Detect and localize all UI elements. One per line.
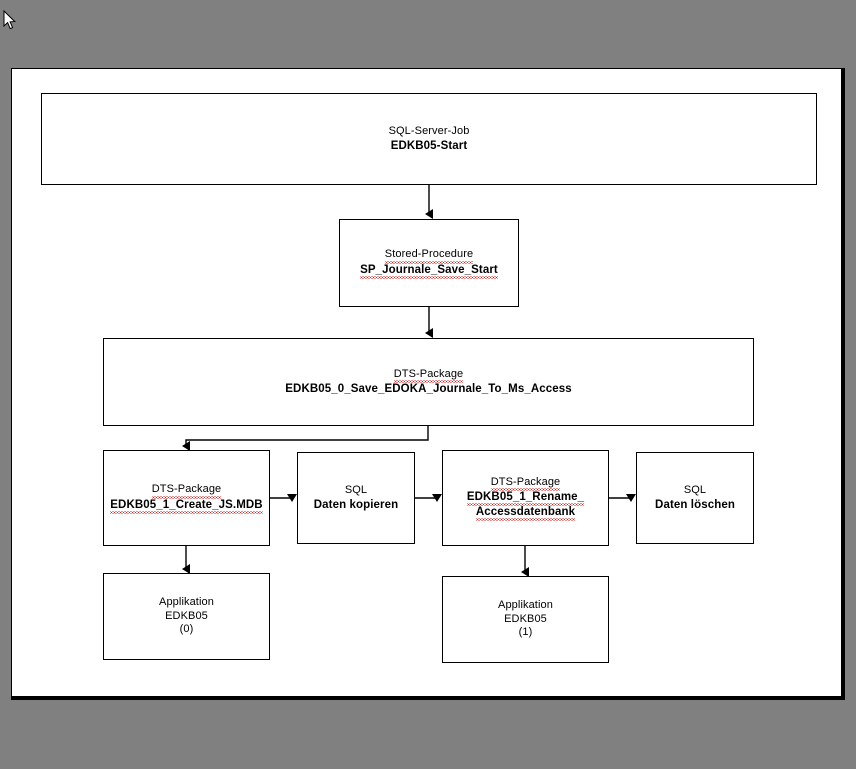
node-kind-label: DTS-Package: [490, 476, 561, 492]
node-line-3: (0): [179, 623, 194, 636]
node-name-label: EDKB05_1_Create_JS.MDB: [110, 498, 264, 514]
node-line-2: EDKB05: [504, 612, 547, 625]
node-kind-label: DTS-Package: [151, 483, 222, 500]
node-line-3: (1): [518, 626, 533, 639]
node-kind-label: Stored-Procedure: [384, 248, 474, 265]
node-name-label: EDKB05-Start: [390, 139, 468, 152]
node-line-2: EDKB05: [165, 609, 208, 622]
arrow-pointer-icon: [3, 10, 16, 30]
node-sql-daten-loeschen[interactable]: SQL Daten löschen: [636, 452, 754, 544]
node-name-label: EDKB05_0_Save_EDOKA_Journale_To_Ms_Acces…: [285, 383, 572, 396]
node-kind-label: SQL: [344, 484, 368, 497]
node-kind-label: SQL: [683, 484, 707, 497]
node-line-1: Applikation: [498, 599, 553, 612]
node-applikation-0[interactable]: Applikation EDKB05 (0): [103, 573, 270, 660]
node-applikation-1[interactable]: Applikation EDKB05 (1): [442, 576, 609, 663]
node-dts-package-create[interactable]: DTS-Package EDKB05_1_Create_JS.MDB: [103, 450, 270, 546]
node-kind-label: SQL-Server-Job: [388, 125, 470, 138]
node-name-label: Daten kopieren: [313, 498, 399, 511]
node-sql-server-job[interactable]: SQL-Server-Job EDKB05-Start: [41, 93, 817, 185]
node-name-label-line1: EDKB05_1_Rename_: [466, 490, 585, 507]
node-dts-package-save[interactable]: DTS-Package EDKB05_0_Save_EDOKA_Journale…: [103, 338, 754, 426]
node-dts-package-rename[interactable]: DTS-Package EDKB05_1_Rename_ Accessdaten…: [442, 450, 609, 546]
node-name-label: SP_Journale_Save_Start: [360, 263, 498, 279]
node-name-label-line2: Accessdatenbank: [475, 505, 576, 522]
node-line-1: Applikation: [159, 596, 214, 609]
node-name-label: Daten löschen: [655, 498, 735, 511]
node-stored-procedure[interactable]: Stored-Procedure SP_Journale_Save_Start: [339, 219, 519, 307]
node-kind-label: DTS-Package: [393, 368, 464, 384]
node-sql-daten-kopieren[interactable]: SQL Daten kopieren: [297, 452, 415, 544]
